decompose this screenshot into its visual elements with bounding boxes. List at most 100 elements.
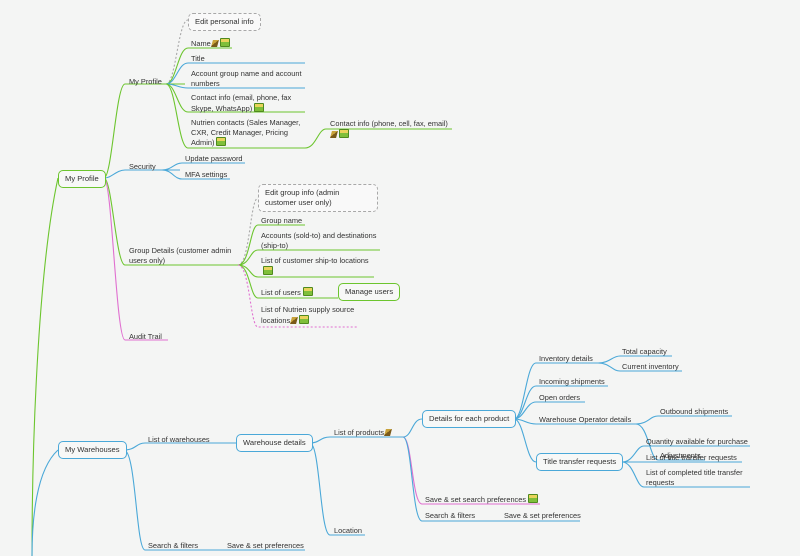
wheat-icon <box>384 429 393 436</box>
warehouse-details-node[interactable]: Warehouse details <box>236 434 313 452</box>
qty-available-node[interactable]: Quantity available for purchase <box>646 437 748 447</box>
location-label: Location <box>334 526 362 535</box>
security-node[interactable]: Security <box>129 162 156 172</box>
manage-users-label: Manage users <box>345 287 394 296</box>
title-transfer-label: Title transfer requests <box>543 457 617 466</box>
warehouse-details-label: Warehouse details <box>243 438 306 447</box>
total-capacity-label: Total capacity <box>622 347 667 356</box>
account-group-node[interactable]: Account group name and account numbers <box>191 69 307 88</box>
group-details-label: Group Details (customer admin users only… <box>129 246 232 265</box>
manage-users-node[interactable]: Manage users <box>338 283 401 301</box>
details-each-product-label: Details for each product <box>429 414 510 423</box>
adjustments-label: Adjustments <box>660 451 701 460</box>
group-details-node[interactable]: Group Details (customer admin users only… <box>129 246 241 265</box>
title-label: Title <box>191 54 205 63</box>
my-warehouses-root-node[interactable]: My Warehouses <box>58 441 127 459</box>
accounts-label: Accounts (sold-to) and destinations (shi… <box>261 231 377 250</box>
title-transfer-node[interactable]: Title transfer requests <box>536 453 624 471</box>
save-search-prefs-node[interactable]: Save & set search preferences <box>425 494 539 505</box>
table-icon <box>528 494 539 503</box>
table-icon <box>302 287 313 296</box>
name-node[interactable]: Name <box>191 38 230 49</box>
update-password-node[interactable]: Update password <box>185 154 243 164</box>
list-of-warehouses-node[interactable]: List of warehouses <box>148 435 210 445</box>
ship-to-locations-label: List of customer ship-to locations <box>261 256 369 265</box>
details-each-product-node[interactable]: Details for each product <box>422 410 517 428</box>
wheat-icon <box>290 316 299 324</box>
my-profile-node[interactable]: My Profile <box>129 77 162 87</box>
mfa-settings-node[interactable]: MFA settings <box>185 170 227 180</box>
nutrien-contacts-node[interactable]: Nutrien contacts (Sales Manager, CXR, Cr… <box>191 118 307 148</box>
inventory-details-label: Inventory details <box>539 354 593 363</box>
list-of-users-node[interactable]: List of users <box>261 287 313 298</box>
open-orders-node[interactable]: Open orders <box>539 393 580 403</box>
save-prefs-1-node[interactable]: Save & set preferences <box>227 541 304 551</box>
search-filters-2-node[interactable]: Search & filters <box>425 511 475 521</box>
wheat-icon <box>210 40 219 47</box>
save-search-prefs-label: Save & set search preferences <box>425 495 527 504</box>
table-icon <box>339 128 349 138</box>
name-label: Name <box>191 39 211 48</box>
audit-trail-label: Audit Trail <box>129 332 162 341</box>
save-prefs-2-label: Save & set preferences <box>504 511 581 520</box>
outbound-shipments-node[interactable]: Outbound shipments <box>660 407 728 417</box>
my-profile-root-label: My Profile <box>65 174 99 183</box>
my-warehouses-root-label: My Warehouses <box>65 445 120 454</box>
edit-personal-info-label: Edit personal info <box>195 17 254 26</box>
qty-available-label: Quantity available for purchase <box>646 437 748 446</box>
current-inventory-node[interactable]: Current inventory <box>622 362 679 372</box>
list-completed-label: List of completed title transfer request… <box>646 468 743 487</box>
list-of-products-label: List of products <box>334 428 385 437</box>
save-prefs-1-label: Save & set preferences <box>227 541 304 550</box>
supply-source-label: List of Nutrien supply source locations <box>261 305 355 325</box>
list-completed-node[interactable]: List of completed title transfer request… <box>646 468 754 487</box>
outbound-shipments-label: Outbound shipments <box>660 407 729 416</box>
my-profile-label: My Profile <box>129 77 162 86</box>
table-icon <box>299 314 310 324</box>
title-node[interactable]: Title <box>191 54 205 64</box>
table-icon <box>263 265 273 275</box>
incoming-shipments-node[interactable]: Incoming shipments <box>539 377 605 387</box>
edit-group-info-label: Edit group info (admin customer user onl… <box>265 188 340 207</box>
operator-details-node[interactable]: Warehouse Operator details <box>539 415 631 425</box>
wheat-icon <box>330 130 338 138</box>
contact-info-node[interactable]: Contact info (email, phone, fax Skype, W… <box>191 93 303 113</box>
save-prefs-2-node[interactable]: Save & set preferences <box>504 511 581 521</box>
nutrien-contacts-label: Nutrien contacts (Sales Manager, CXR, Cr… <box>191 118 301 148</box>
audit-trail-node[interactable]: Audit Trail <box>129 332 162 342</box>
search-filters-2-label: Search & filters <box>425 511 476 520</box>
adjustments-node[interactable]: Adjustments <box>660 451 701 461</box>
search-filters-1-node[interactable]: Search & filters <box>148 541 198 551</box>
table-icon <box>216 137 227 147</box>
edit-personal-info-node[interactable]: Edit personal info <box>188 13 261 31</box>
group-name-node[interactable]: Group name <box>261 216 302 226</box>
list-title-transfer-node[interactable]: List of title transfer requests <box>646 453 737 463</box>
accounts-node[interactable]: Accounts (sold-to) and destinations (shi… <box>261 231 381 250</box>
search-filters-1-label: Search & filters <box>148 541 199 550</box>
table-icon <box>254 102 265 112</box>
contact-info-sub-label: Contact info (phone, cell, fax, email) <box>330 119 448 128</box>
open-orders-label: Open orders <box>539 393 581 402</box>
contact-info-sub-node[interactable]: Contact info (phone, cell, fax, email) <box>330 119 454 139</box>
operator-details-label: Warehouse Operator details <box>539 415 632 424</box>
supply-source-node[interactable]: List of Nutrien supply source locations <box>261 305 365 325</box>
contact-info-label: Contact info (email, phone, fax Skype, W… <box>191 93 292 113</box>
incoming-shipments-label: Incoming shipments <box>539 377 605 386</box>
total-capacity-node[interactable]: Total capacity <box>622 347 667 357</box>
ship-to-locations-node[interactable]: List of customer ship-to locations <box>261 256 376 276</box>
table-icon <box>219 38 230 47</box>
list-title-transfer-label: List of title transfer requests <box>646 453 737 462</box>
current-inventory-label: Current inventory <box>622 362 679 371</box>
list-of-users-label: List of users <box>261 288 301 297</box>
mfa-settings-label: MFA settings <box>185 170 228 179</box>
location-node[interactable]: Location <box>334 526 362 536</box>
inventory-details-node[interactable]: Inventory details <box>539 354 593 364</box>
security-label: Security <box>129 162 156 171</box>
list-of-warehouses-label: List of warehouses <box>148 435 210 444</box>
my-profile-root-node[interactable]: My Profile <box>58 170 106 188</box>
account-group-label: Account group name and account numbers <box>191 69 302 88</box>
edit-group-info-node[interactable]: Edit group info (admin customer user onl… <box>258 184 378 212</box>
list-of-products-node[interactable]: List of products <box>334 428 393 438</box>
